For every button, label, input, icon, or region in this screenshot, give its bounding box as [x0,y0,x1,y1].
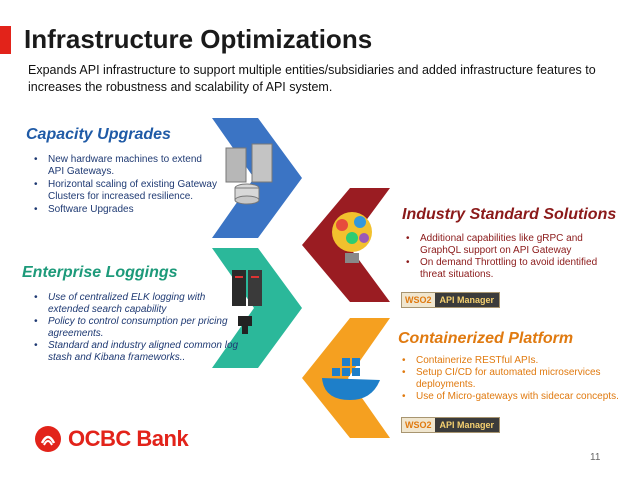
ocbc-logo-icon [35,426,61,452]
title-accent-bar [0,26,11,54]
wso2-logo-text: WSO2 [405,295,432,305]
enterprise-heading: Enterprise Loggings [22,264,178,281]
list-item: Setup CI/CD for automated microservices … [398,367,628,391]
list-item: New hardware machines to extend API Gate… [30,154,220,178]
wso2-api-manager-badge: WSO2 API Manager [401,417,501,433]
list-item: Use of centralized ELK logging with exte… [30,292,240,316]
wso2-logo-text: WSO2 [405,420,432,430]
container-list: Containerize RESTful APIs. Setup CI/CD f… [398,355,628,403]
api-manager-label: API Manager [434,418,500,432]
page-subtitle: Expands API infrastructure to support mu… [28,63,596,94]
docker-whale-icon [322,358,380,400]
list-item: Use of Micro-gateways with sidecar conce… [398,391,628,403]
api-manager-label: API Manager [434,293,500,307]
industry-list: Additional capabilities like gRPC and Gr… [402,233,622,281]
ocbc-logo-text: OCBC Bank [68,426,189,451]
list-item: Additional capabilities like gRPC and Gr… [402,233,622,257]
industry-heading: Industry Standard Solutions [402,206,617,223]
list-item: Policy to control consumption per pricin… [30,316,240,340]
lightbulb-icon [332,212,372,263]
enterprise-list: Use of centralized ELK logging with exte… [30,292,240,364]
container-chevron [302,318,390,438]
wso2-api-manager-badge: WSO2 API Manager [401,292,501,308]
list-item: Standard and industry aligned common log… [30,340,240,364]
list-item: Software Upgrades [30,204,220,216]
server-icon [225,143,273,205]
list-item: On demand Throttling to avoid identified… [402,257,622,281]
page-number: 11 [590,452,601,463]
page-title: Infrastructure Optimizations [24,24,373,54]
capacity-list: New hardware machines to extend API Gate… [30,154,220,217]
capacity-heading: Capacity Upgrades [26,126,171,143]
list-item: Horizontal scaling of existing Gateway C… [30,179,220,203]
ocbc-logo: OCBC Bank [34,425,189,453]
container-heading: Containerized Platform [398,330,574,347]
list-item: Containerize RESTful APIs. [398,355,628,367]
